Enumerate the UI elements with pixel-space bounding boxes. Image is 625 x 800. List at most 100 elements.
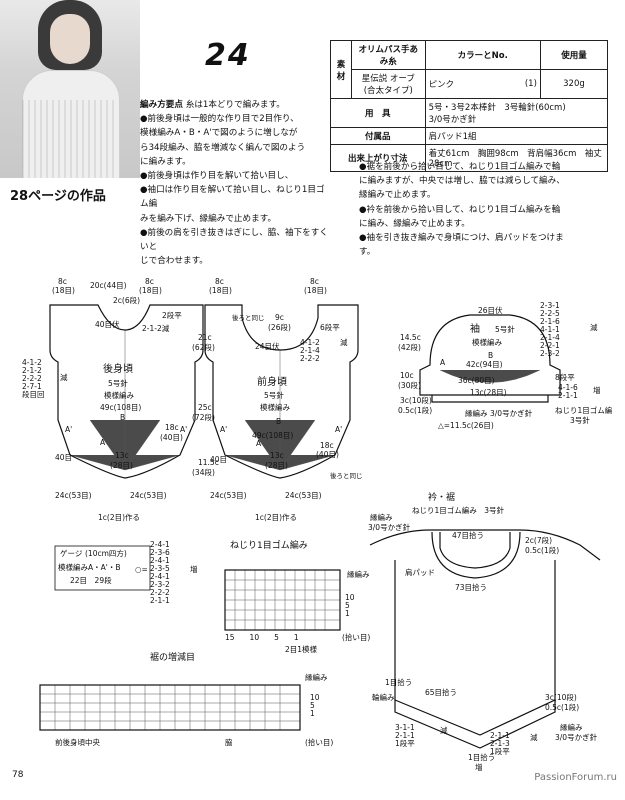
svg-text:模様編み: 模様編み: [260, 402, 290, 412]
svg-text:9c: 9c: [275, 313, 284, 322]
back-top-left: 8c: [58, 277, 67, 286]
sleeve-outline: [419, 314, 561, 396]
materials-table: 素 材 オリムパス手あみ糸 カラーとNo. 使用量 星伝説 オーブ(合太タイプ)…: [330, 40, 609, 172]
svg-text:8c: 8c: [145, 277, 154, 286]
svg-text:24c(53目): 24c(53目): [130, 491, 167, 500]
sleeve-title: 袖: [470, 322, 480, 335]
svg-text:0.5c(1段): 0.5c(1段): [525, 545, 559, 555]
svg-text:4-1-22-1-42-2-2: 4-1-22-1-42-2-2: [300, 338, 320, 363]
svg-text:3/0号かぎ針: 3/0号かぎ針: [490, 408, 533, 418]
svg-text:4-1-62-1-1: 4-1-62-1-1: [558, 383, 578, 400]
svg-text:5号針: 5号針: [108, 378, 128, 388]
svg-text:B: B: [488, 351, 493, 360]
hem-chart-grid: [39, 684, 301, 731]
color-name: ピンク: [424, 69, 498, 99]
svg-text:減: 減: [530, 732, 538, 742]
svg-text:増: 増: [190, 564, 198, 574]
back-top-mid: 20c(44目): [90, 281, 127, 290]
collar-outline: [369, 529, 601, 561]
svg-text:8段平: 8段平: [555, 372, 575, 382]
svg-text:縁編み: 縁編み: [370, 512, 393, 522]
svg-text:73目拾う: 73目拾う: [455, 582, 487, 592]
svg-text:1c(2目)作る: 1c(2目)作る: [98, 512, 140, 522]
svg-text:18c: 18c: [165, 423, 179, 432]
svg-text:(62段): (62段): [192, 342, 215, 352]
svg-text:3/0号かぎ針: 3/0号かぎ針: [555, 732, 598, 742]
svg-text:40目: 40目: [210, 455, 227, 464]
svg-text:(18目): (18目): [52, 286, 75, 295]
svg-text:2c(7段): 2c(7段): [525, 535, 552, 545]
svg-text:42c(94目): 42c(94目): [466, 360, 503, 369]
svg-text:15 10 5 1: 15 10 5 1: [225, 633, 299, 642]
svg-text:B: B: [120, 413, 125, 422]
svg-text:5号針: 5号針: [495, 324, 515, 334]
svg-text:縁編み: 縁編み: [305, 672, 328, 682]
pattern-number: 24: [205, 38, 251, 73]
svg-text:(42段): (42段): [398, 342, 421, 352]
svg-text:脇: 脇: [225, 738, 233, 747]
svg-text:肩パッド: 肩パッド: [405, 567, 435, 577]
svg-text:後ろと同じ: 後ろと同じ: [232, 313, 265, 322]
svg-text:○=: ○=: [135, 565, 148, 574]
svg-text:25c: 25c: [198, 403, 212, 412]
tools-value: 5号・3号2本棒針 3号輪針(60cm)3/0号かぎ針: [424, 98, 609, 128]
svg-text:A': A': [65, 425, 72, 434]
svg-text:8c: 8c: [215, 277, 224, 286]
page-caption: 28ページの作品: [10, 189, 106, 204]
svg-text:21c: 21c: [198, 333, 212, 342]
svg-text:0.5c(1段): 0.5c(1段): [398, 405, 432, 415]
svg-text:6段平: 6段平: [320, 322, 340, 332]
svg-text:11.5c: 11.5c: [198, 458, 219, 467]
svg-text:13c: 13c: [115, 451, 129, 460]
svg-text:減: 減: [340, 337, 348, 347]
svg-text:1目拾う: 1目拾う: [468, 752, 495, 762]
svg-text:24c(53目): 24c(53目): [285, 491, 322, 500]
svg-text:1c(2目)作る: 1c(2目)作る: [255, 512, 297, 522]
instructions-heading: 編み方要点: [140, 100, 183, 110]
svg-text:2段平: 2段平: [162, 310, 182, 320]
svg-text:26目伏: 26目伏: [478, 305, 503, 315]
svg-text:5号針: 5号針: [264, 390, 284, 400]
yarn-amount: 320g: [539, 69, 609, 99]
svg-text:(28目): (28目): [265, 461, 288, 470]
svg-text:(18目): (18目): [304, 286, 327, 295]
svg-text:3c(10段): 3c(10段): [400, 395, 432, 405]
size-value: 着丈61cm 胸囲98cm 背肩幅36cm 袖丈28cm: [424, 144, 609, 172]
svg-text:40目: 40目: [55, 453, 72, 462]
svg-text:(72段): (72段): [192, 412, 215, 422]
svg-text:2-4-12-3-62-4-12-3-52-4-12-3-2: 2-4-12-3-62-4-12-3-52-4-12-3-22-2-22-1-1: [150, 540, 170, 605]
hem-band: [394, 699, 556, 749]
svg-text:(30段): (30段): [398, 380, 421, 390]
svg-text:65目拾う: 65目拾う: [425, 687, 457, 697]
yarn-header: オリムパス手あみ糸: [351, 40, 426, 70]
svg-text:(34段): (34段): [192, 467, 215, 477]
size-label: 出来上がり寸法: [330, 144, 426, 172]
svg-text:22目 29段: 22目 29段: [70, 575, 112, 585]
svg-text:47目拾う: 47目拾う: [452, 530, 484, 540]
svg-text:24c(53目): 24c(53目): [55, 491, 92, 500]
svg-text:40目伏: 40目伏: [95, 319, 120, 329]
svg-text:(40目): (40目): [160, 433, 183, 442]
front-title: 前身頃: [257, 375, 287, 388]
color-no: (1): [497, 69, 541, 99]
svg-text:減: 減: [60, 372, 68, 382]
svg-text:A': A': [335, 425, 342, 434]
svg-text:3号針: 3号針: [570, 415, 590, 425]
svg-text:49c(108目): 49c(108目): [252, 431, 293, 440]
svg-text:増: 増: [593, 385, 601, 395]
svg-text:0.5c(1段): 0.5c(1段): [545, 702, 579, 712]
svg-text:縁編み: 縁編み: [465, 408, 488, 418]
svg-text:ねじり1目ゴム編: ねじり1目ゴム編: [555, 405, 613, 415]
svg-text:(拾い目): (拾い目): [305, 737, 333, 747]
svg-text:模様編みA・A'・B: 模様編みA・A'・B: [58, 562, 120, 572]
gauge-label: ゲージ: [60, 549, 83, 558]
svg-text:A: A: [100, 438, 106, 447]
svg-text:(拾い目): (拾い目): [342, 632, 370, 642]
instructions-left: 編み方要点 糸は1本どりで編みます。 ●前後身頃は一般的な作り目で2目作り、 模…: [140, 100, 328, 267]
instructions-right: ●裾を前後から拾い目して、ねじり1目ゴム編みで輪 に編みますが、中央では増し、脇…: [359, 162, 565, 258]
